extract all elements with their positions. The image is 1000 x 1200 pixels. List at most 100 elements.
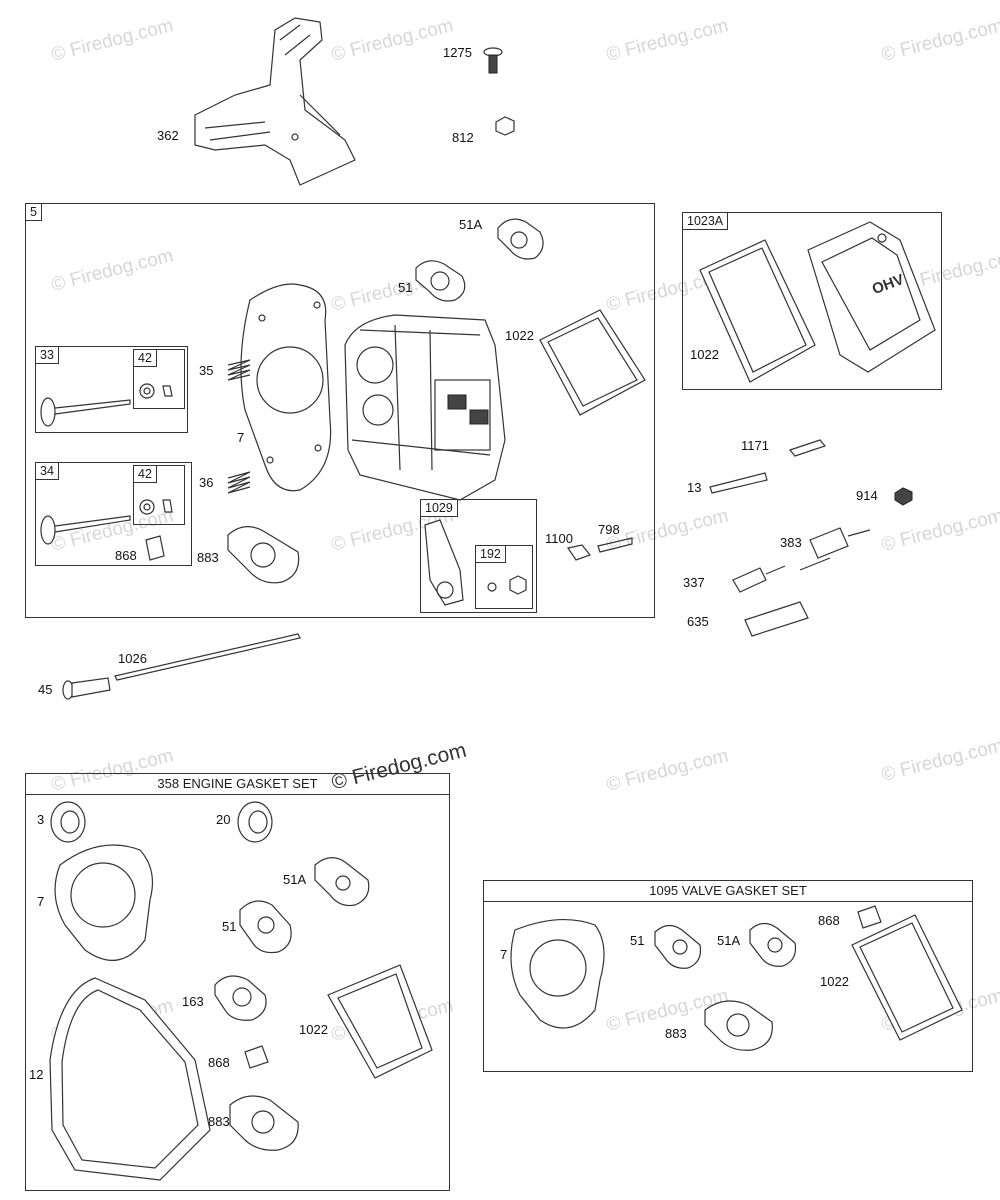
cylinder-head-shape: [344, 314, 506, 501]
kit358-gasket-51-shape: [239, 900, 292, 954]
part-label[interactable]: 13: [687, 480, 702, 495]
kit1095-gasket-883-shape: [704, 1000, 773, 1051]
subassembly-33-frame: 33: [35, 346, 188, 433]
assembly-5-frame: 5: [25, 203, 655, 618]
tappet-45-shape: [62, 677, 111, 700]
part-label[interactable]: 914: [856, 488, 878, 503]
subassembly-42-frame: 42: [133, 349, 185, 409]
part-label[interactable]: 3: [37, 812, 45, 827]
kit358-gasket-1022-shape: [327, 964, 433, 1079]
wire-383-shape: [799, 527, 871, 571]
bolt-798-shape: [597, 537, 633, 553]
part-label[interactable]: 7: [237, 430, 245, 445]
part-label[interactable]: 1022: [690, 347, 719, 362]
part-label[interactable]: 7: [500, 947, 508, 962]
part-label[interactable]: 883: [208, 1114, 230, 1129]
kit1095-head-gasket-7-shape: [510, 918, 605, 1029]
valve-cover-shape: [807, 221, 936, 373]
assembly-tag[interactable]: 192: [475, 545, 506, 563]
part-label[interactable]: 868: [115, 548, 137, 563]
assembly-tag[interactable]: 1029: [420, 499, 458, 517]
kit1095-gasket-1022-shape: [851, 914, 963, 1041]
part-label[interactable]: 1022: [505, 328, 534, 343]
spring-35-shape: [227, 359, 251, 381]
kit-358-frame: 358 ENGINE GASKET SET: [25, 773, 450, 1191]
part-label[interactable]: 883: [197, 550, 219, 565]
part-label[interactable]: 51: [222, 919, 237, 934]
part-label[interactable]: 1100: [545, 531, 573, 546]
part-label[interactable]: 20: [216, 812, 231, 827]
part-label[interactable]: 12: [29, 1067, 44, 1082]
valve-33-shape: [40, 383, 173, 427]
kit1095-gasket-51A-shape: [749, 922, 797, 967]
part-label[interactable]: 635: [687, 614, 709, 629]
assembly-tag[interactable]: 42: [133, 465, 157, 483]
kit-title[interactable]: 358 ENGINE GASKET SET: [26, 774, 449, 795]
part-label[interactable]: 383: [780, 535, 802, 550]
part-label[interactable]: 337: [683, 575, 705, 590]
part-label[interactable]: 798: [598, 522, 620, 537]
part-label[interactable]: 812: [452, 130, 474, 145]
part-label[interactable]: 1026: [118, 651, 147, 666]
assembly-tag[interactable]: 33: [35, 346, 59, 364]
part-label[interactable]: 163: [182, 994, 204, 1009]
spring-36-shape: [227, 471, 251, 494]
part-label[interactable]: 868: [208, 1055, 230, 1070]
pushrod-1026-shape: [114, 633, 301, 681]
part-label[interactable]: 45: [38, 682, 53, 697]
assembly-tag[interactable]: 42: [133, 349, 157, 367]
kit-title[interactable]: 1095 VALVE GASKET SET: [484, 881, 972, 902]
part-label[interactable]: 51A: [459, 217, 483, 232]
part-label[interactable]: 51A: [283, 872, 307, 887]
part-label[interactable]: 1275: [443, 45, 472, 60]
valve-34-shape: [40, 499, 173, 561]
bracket-1100-shape: [567, 544, 591, 561]
spark-plug-337-shape: [732, 565, 786, 593]
blower-housing-shape: [194, 17, 356, 186]
gasket-1022-shape: [539, 309, 646, 416]
kit-1095-frame: 1095 VALVE GASKET SET: [483, 880, 973, 1072]
part-label[interactable]: 868: [818, 913, 840, 928]
kit1095-guide-868-shape: [857, 905, 882, 929]
kit358-head-gasket-7-shape: [54, 844, 153, 961]
subassembly-1029-frame: 1029: [420, 499, 537, 613]
part-label[interactable]: 36: [199, 475, 214, 490]
kit358-crankcase-gasket-12-shape: [49, 977, 211, 1181]
gasket-883-shape: [227, 526, 300, 584]
assembly-1023A-frame: 1023A: [682, 212, 942, 390]
subassembly-42-frame: 42: [133, 465, 185, 525]
assembly-tag[interactable]: 34: [35, 462, 59, 480]
screw-13-shape: [709, 472, 768, 494]
kit358-gasket-51A-shape: [314, 857, 370, 907]
subassembly-34-frame: 34: [35, 462, 192, 566]
screw-1275-shape: [483, 47, 503, 74]
part-label[interactable]: 7: [37, 894, 45, 909]
rocker-arm-shape: [424, 519, 527, 606]
nut-812-shape: [495, 116, 515, 136]
part-label[interactable]: 1022: [820, 974, 849, 989]
part-label[interactable]: 51: [398, 280, 413, 295]
gasket-51-shape: [415, 260, 466, 302]
part-label[interactable]: 35: [199, 363, 214, 378]
subassembly-192-frame: 192: [475, 545, 533, 609]
part-label[interactable]: 51A: [717, 933, 741, 948]
part-label[interactable]: 51: [630, 933, 645, 948]
assembly-tag[interactable]: 5: [25, 203, 42, 221]
boot-635-shape: [744, 601, 809, 637]
stud-1171-shape: [788, 439, 827, 457]
part-label[interactable]: 883: [665, 1026, 687, 1041]
part-label[interactable]: 362: [157, 128, 179, 143]
kit358-seal-20-shape: [237, 801, 273, 843]
kit358-guide-868-shape: [244, 1045, 269, 1069]
kit1095-gasket-51-shape: [654, 924, 702, 969]
gasket-1022-cover-box-shape: [699, 239, 816, 383]
gasket-51A-shape: [497, 218, 544, 260]
part-label[interactable]: 1022: [299, 1022, 328, 1037]
kit358-gasket-883-shape: [229, 1095, 299, 1151]
assembly-tag[interactable]: 1023A: [682, 212, 729, 230]
screw-914-shape: [894, 487, 913, 506]
part-label[interactable]: 1171: [741, 438, 769, 453]
head-gasket-7-shape: [240, 283, 332, 492]
